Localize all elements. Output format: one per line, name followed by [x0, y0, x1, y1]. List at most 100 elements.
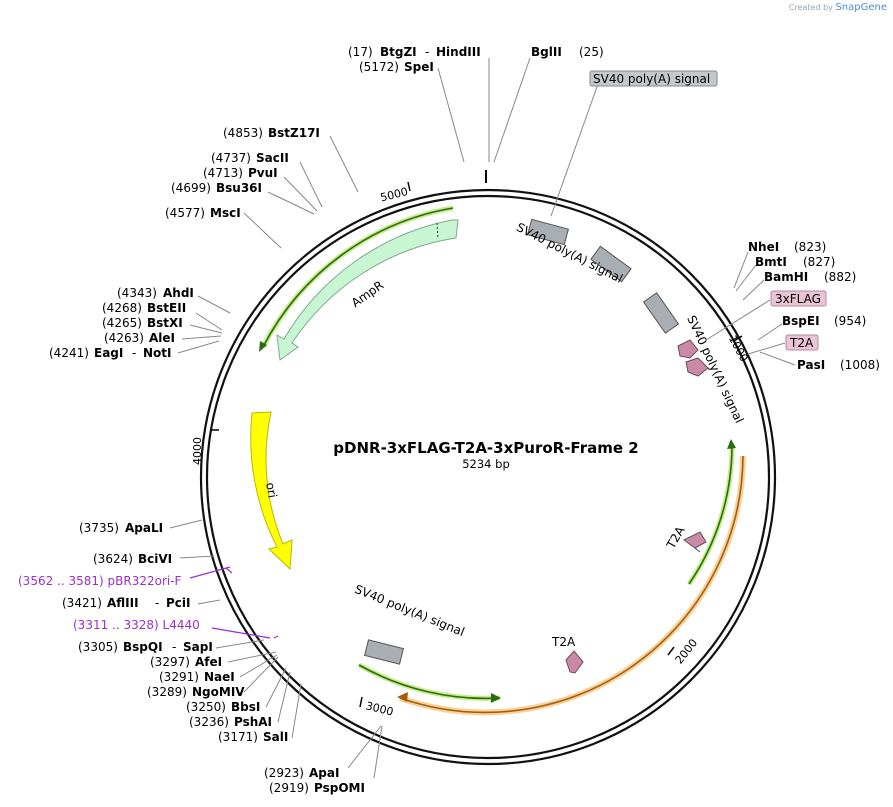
credit-brand: SnapGene: [835, 2, 887, 13]
orf-right-arrowhead: [727, 439, 736, 449]
spei-position: (5172): [359, 60, 399, 74]
bsu36i-position: (4699): [171, 181, 211, 195]
flag-box-label: 3xFLAG: [775, 292, 821, 306]
snapgene-credit: Created by SnapGene: [789, 2, 887, 13]
bcivi-label[interactable]: BciVI: [138, 552, 172, 566]
bspei-position: (954): [834, 314, 866, 328]
tick-4000-label: 4000: [191, 437, 204, 465]
hindiii-label[interactable]: HindIII: [436, 45, 481, 59]
eagi-label[interactable]: EagI: [94, 346, 123, 360]
ahdi-label[interactable]: AhdI: [163, 286, 194, 300]
bstxi-label[interactable]: BstXI: [147, 316, 183, 330]
tick-5000: [407, 181, 411, 192]
bsu36i-label[interactable]: Bsu36I: [216, 181, 262, 195]
sali-label[interactable]: SalI: [263, 730, 288, 744]
tick-3000-label: 3000: [364, 699, 394, 718]
tick-2000-label: 2000: [673, 636, 700, 666]
pvui-position: (4713): [203, 166, 243, 180]
ampr-label: AmpR: [349, 278, 386, 310]
bglii-position: (25): [579, 45, 604, 59]
orf-right-line: [688, 444, 733, 585]
bsteii-position: (4268): [102, 301, 142, 315]
nhei-label[interactable]: NheI: [748, 240, 779, 254]
t2a-feature-bottom[interactable]: [565, 650, 584, 674]
tick-1000: [733, 335, 743, 342]
btgzi-position: (17): [348, 45, 373, 59]
alei-label[interactable]: AleI: [149, 331, 175, 345]
afei-label[interactable]: AfeI: [195, 655, 222, 669]
afliii-position: (3421): [62, 596, 102, 610]
bamhi-label[interactable]: BamHI: [764, 270, 808, 284]
msci-label[interactable]: MscI: [210, 206, 241, 220]
pshai-label[interactable]: PshAI: [234, 715, 272, 729]
tick-3000: [359, 696, 363, 708]
afliii-label[interactable]: AflIII: [107, 596, 139, 610]
pcii-label[interactable]: PciI: [166, 596, 191, 610]
backbone-inner: [205, 194, 771, 760]
sv40-label-bottom: SV40 poly(A) signal: [353, 582, 467, 639]
ahdi-position: (4343): [117, 286, 157, 300]
ngomiv-position: (3289): [147, 685, 187, 699]
tick-2000: [667, 646, 675, 656]
bbsi-label[interactable]: BbsI: [231, 700, 260, 714]
orf-orange-line: [399, 455, 744, 714]
pbr322-ori-f-primer[interactable]: (3562 .. 3581) pBR322ori-F: [18, 574, 182, 588]
credit-prefix: Created by: [788, 3, 833, 12]
pshai-position: (3236): [189, 715, 229, 729]
sv40-feature-top[interactable]: [526, 218, 570, 246]
pasi-label[interactable]: PasI: [797, 358, 825, 372]
sacii-label[interactable]: SacII: [256, 151, 289, 165]
naei-position: (3291): [159, 670, 199, 684]
apai-label[interactable]: ApaI: [309, 766, 339, 780]
l4440-primer[interactable]: (3311 .. 3328) L4440: [73, 618, 200, 632]
bspqi-label[interactable]: BspQI: [123, 640, 163, 654]
pvui-label[interactable]: PvuI: [248, 166, 278, 180]
pspomi-position: (2919): [269, 781, 309, 795]
ampr-orf-line: [262, 207, 454, 348]
bspei-label[interactable]: BspEI: [782, 314, 820, 328]
apai-position: (2923): [264, 766, 304, 780]
t2a-feature-1[interactable]: [677, 339, 699, 359]
sv40-feature-a[interactable]: [590, 245, 632, 283]
apali-label[interactable]: ApaLI: [125, 521, 163, 535]
apali-position: (3735): [79, 521, 119, 535]
tick-1000-label: 1000: [726, 333, 751, 364]
sacii-position: (4737): [211, 151, 251, 165]
eagi-dash: -: [132, 346, 136, 360]
btgzi-label[interactable]: BtgZI: [380, 45, 417, 59]
bmti-label[interactable]: BmtI: [755, 255, 787, 269]
sv40-callout-label: SV40 poly(A) signal: [593, 72, 710, 86]
naei-label[interactable]: NaeI: [204, 670, 235, 684]
bspqi-dash: -: [172, 640, 176, 654]
bsteii-label[interactable]: BstEII: [147, 301, 186, 315]
ori-label: ori: [263, 481, 279, 499]
orf-orange-arrowhead: [397, 692, 408, 702]
site-callout-lines: [169, 57, 796, 779]
t2a-box: [785, 334, 819, 351]
t2a-box-label: T2A: [789, 336, 814, 350]
bglii-label[interactable]: BglII: [531, 45, 562, 59]
spei-label[interactable]: SpeI: [404, 60, 434, 74]
bstz17i-label[interactable]: BstZ17I: [268, 126, 320, 140]
bcivi-position: (3624): [93, 552, 133, 566]
ori-arrow[interactable]: [250, 411, 293, 571]
sv40-feature-bottom[interactable]: [363, 639, 405, 665]
sapi-label[interactable]: SapI: [183, 640, 213, 654]
afei-position: (3297): [150, 655, 190, 669]
ngomiv-label[interactable]: NgoMIV: [192, 685, 245, 699]
ampr-orf-arrowhead: [259, 341, 267, 352]
ampr-arrow[interactable]: [276, 219, 459, 361]
plasmid-length: 5234 bp: [462, 457, 510, 471]
primer-callout-lines: [189, 566, 279, 639]
sali-position: (3171): [218, 730, 258, 744]
flag-box: [770, 290, 827, 307]
sv40-callout-line: [550, 83, 599, 217]
t2a-feature-2[interactable]: [685, 357, 709, 377]
t2a-feature-right[interactable]: [683, 531, 707, 553]
sv40-feature-b[interactable]: [642, 292, 680, 334]
pspomi-label[interactable]: PspOMI: [314, 781, 365, 795]
noti-label[interactable]: NotI: [143, 346, 172, 360]
sv40-callout-box: [589, 70, 718, 87]
btgzi-dash: -: [425, 45, 429, 59]
